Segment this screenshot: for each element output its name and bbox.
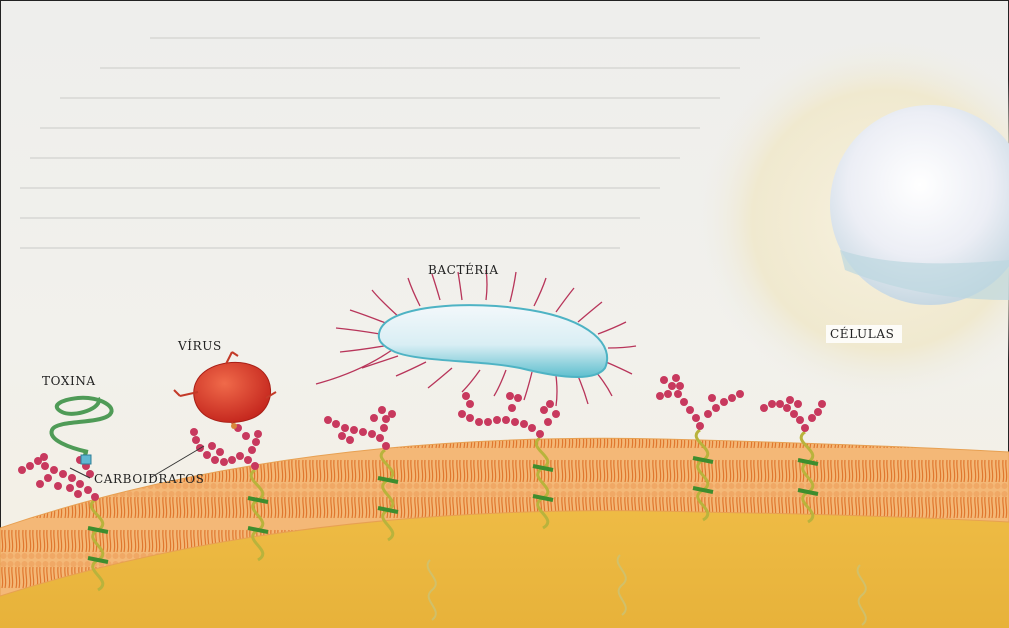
label-bacteria: BACTÉRIA bbox=[428, 263, 499, 277]
label-carboidratos: CARBOIDRATOS bbox=[94, 472, 204, 486]
label-celulas: CÉLULAS bbox=[826, 325, 902, 343]
label-toxina: TOXINA bbox=[42, 374, 96, 388]
label-virus: VÍRUS bbox=[178, 339, 222, 353]
